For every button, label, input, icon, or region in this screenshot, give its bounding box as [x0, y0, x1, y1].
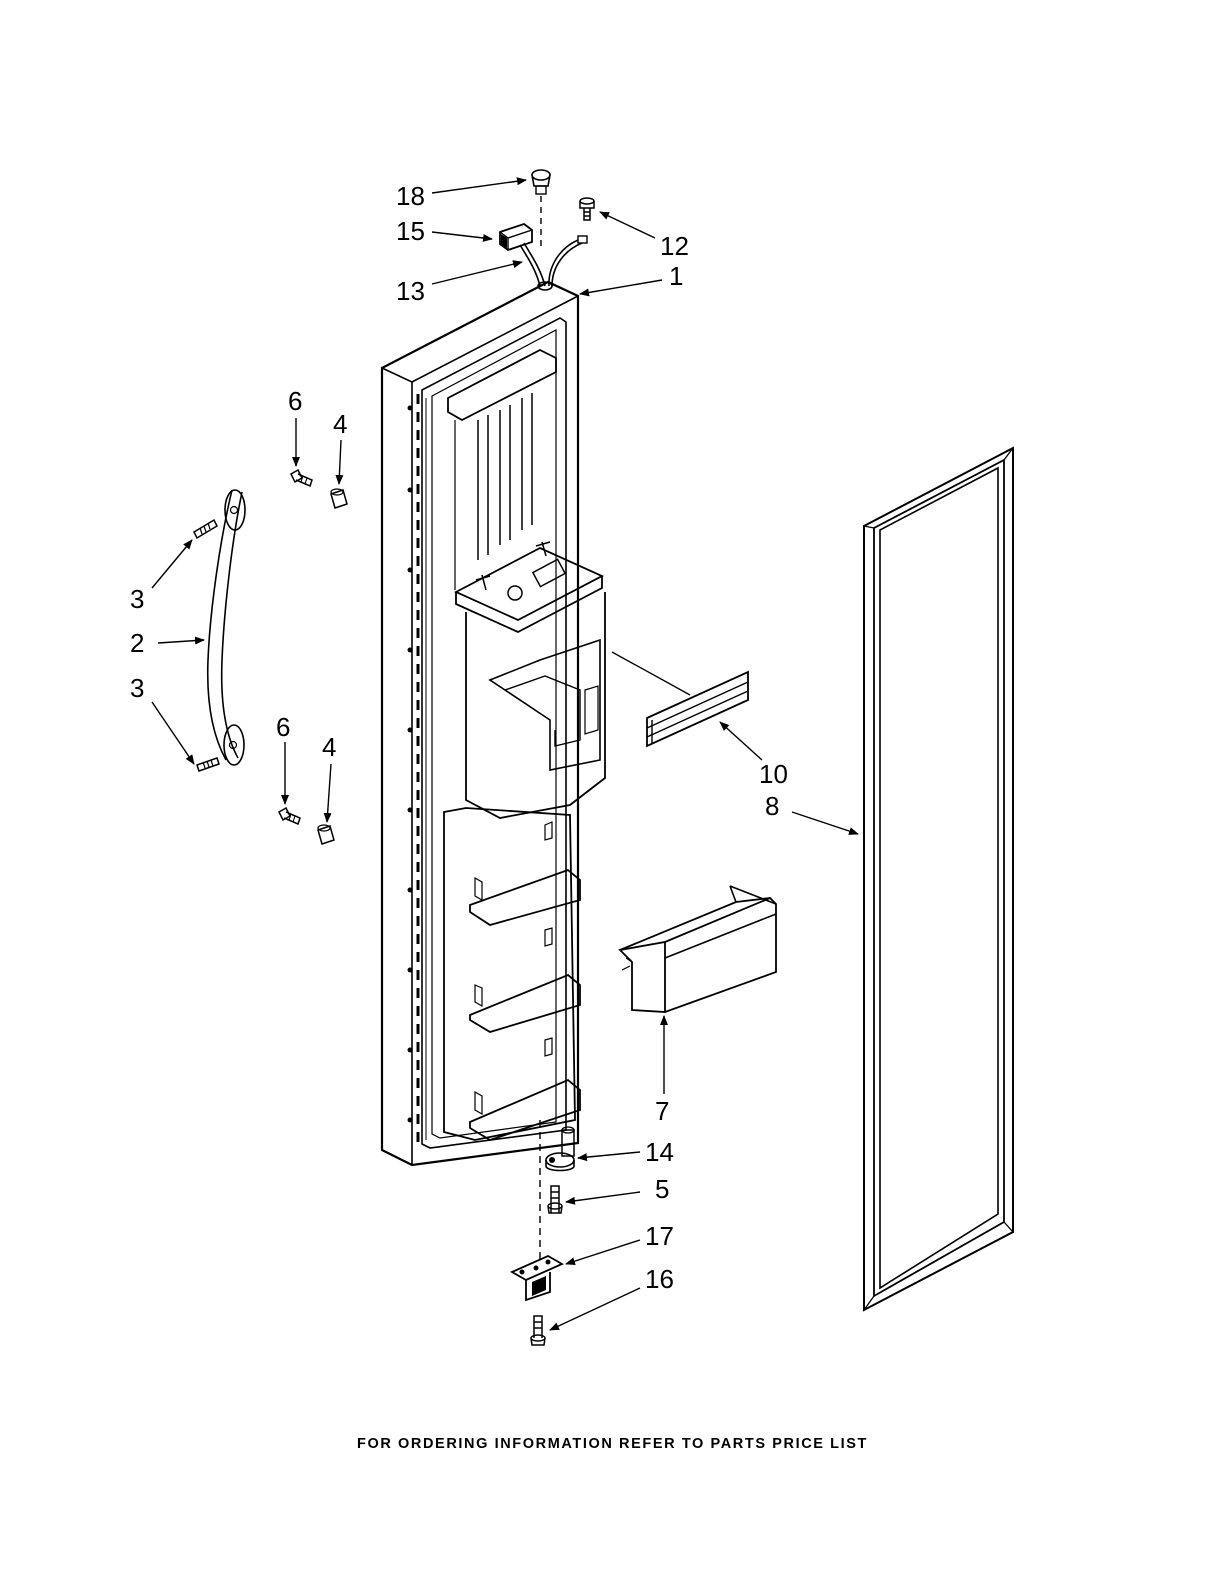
- spacer-part-4-upper: [331, 489, 347, 508]
- door-bin-part-7: [620, 886, 776, 1012]
- callout-15: 15: [396, 216, 425, 246]
- callout-3-lower: 3: [130, 673, 144, 703]
- hinge-part-17: [512, 1256, 562, 1300]
- callout-16: 16: [645, 1264, 674, 1294]
- callout-6-upper: 6: [288, 386, 302, 416]
- callout-17: 17: [645, 1221, 674, 1251]
- callout-14: 14: [645, 1137, 674, 1167]
- callout-2: 2: [130, 628, 144, 658]
- leader-arrows: [152, 180, 858, 1330]
- callout-13: 13: [396, 276, 425, 306]
- callout-8: 8: [765, 791, 779, 821]
- door-panel: [382, 282, 605, 1165]
- screw-part-6-upper: [291, 470, 312, 486]
- callout-18: 18: [396, 181, 425, 211]
- handle-screw-lower: [197, 758, 219, 771]
- callout-4-upper: 4: [333, 409, 347, 439]
- callout-1: 1: [669, 261, 683, 291]
- callout-4-lower: 4: [322, 732, 336, 762]
- screw-part-16: [531, 1316, 545, 1345]
- door-gasket-part-8: [864, 448, 1013, 1310]
- hinge-pin-part-14: [546, 1127, 574, 1171]
- callout-7: 7: [655, 1096, 669, 1126]
- callout-10: 10: [759, 759, 788, 789]
- handle-screw-upper: [194, 520, 217, 538]
- screw-part-6-lower: [279, 808, 300, 824]
- wire-connector: [500, 224, 532, 250]
- callout-5: 5: [655, 1174, 669, 1204]
- trim-part-10: [612, 652, 748, 746]
- callout-3-upper: 3: [130, 584, 144, 614]
- screw-part-12: [580, 198, 594, 220]
- callout-12: 12: [660, 231, 689, 261]
- callout-6-lower: 6: [276, 712, 290, 742]
- spacer-part-4-lower: [318, 825, 334, 844]
- plug-part-18: [532, 170, 550, 250]
- ordering-info-note: FOR ORDERING INFORMATION REFER TO PARTS …: [0, 1436, 1225, 1452]
- screw-part-5: [548, 1186, 562, 1213]
- door-handle: [208, 490, 245, 765]
